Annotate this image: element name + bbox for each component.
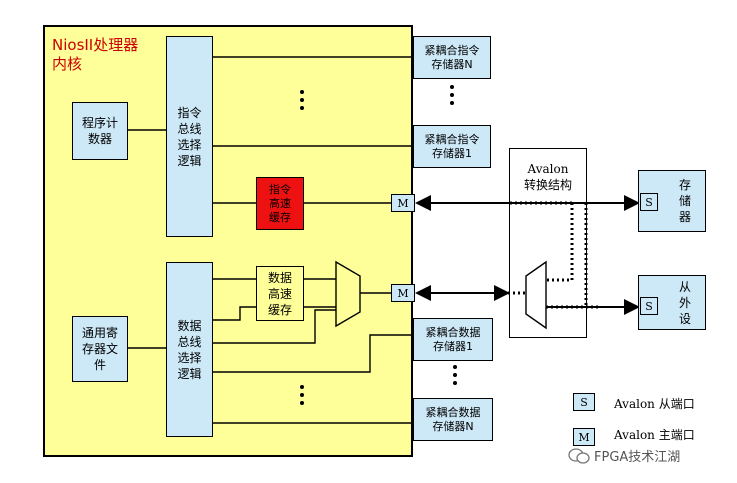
tcm-data-n-label: 紧耦合数据 存储器N	[425, 405, 481, 433]
legend-slave-text: Avalon 从端口	[614, 397, 695, 411]
legend-slave-symbol-label: S	[580, 395, 588, 409]
avalon-switch-fabric-label: Avalon 转换结构	[523, 162, 572, 192]
register-file-label: 通用寄 存器文 件	[81, 326, 118, 372]
tcm-instruction-n: 紧耦合指令 存储器N	[413, 36, 491, 79]
data-cache-label: 数据 高速 缓存	[267, 270, 292, 317]
core-title-line2: 内核	[52, 55, 83, 73]
instruction-cache-label: 指令 高速 缓存	[269, 182, 291, 224]
tcm-instruction-n-label: 紧耦合指令 存储器N	[424, 43, 480, 71]
slave-port-memory: S	[640, 193, 658, 211]
slave-port-peripheral: S	[640, 297, 658, 315]
tcm-instruction-1: 紧耦合指令 存储器1	[413, 125, 491, 168]
instruction-cache: 指令 高速 缓存	[256, 177, 304, 230]
peripheral-label: 从 外 设	[678, 279, 691, 326]
master-port-data: M	[391, 284, 415, 302]
tcm-data-n: 紧耦合数据 存储器N	[413, 398, 493, 441]
program-counter: 程序计 数器	[72, 102, 128, 160]
tcm-instruction-1-label: 紧耦合指令 存储器1	[424, 132, 480, 160]
program-counter-label: 程序计 数器	[81, 116, 118, 146]
data-bus-logic: 数据 总线 选择 逻辑	[166, 262, 213, 437]
legend-master-symbol-label: M	[578, 430, 590, 444]
legend-master-symbol: M	[573, 428, 595, 446]
wechat-icon	[568, 447, 590, 464]
core-title: NiosII处理器 内核	[52, 36, 138, 74]
register-file: 通用寄 存器文 件	[72, 316, 128, 382]
watermark: FPGA技术江湖	[568, 446, 680, 465]
master-port-instruction-label: M	[397, 196, 409, 210]
slave-port-memory-label: S	[645, 195, 653, 209]
legend-master-text: Avalon 主端口	[614, 428, 695, 442]
data-bus-logic-label: 数据 总线 选择 逻辑	[177, 318, 202, 381]
core-title-line1: NiosII处理器	[52, 36, 139, 54]
tcm-data-1: 紧耦合数据 存储器1	[413, 318, 493, 361]
avalon-switch-fabric: Avalon 转换结构	[509, 148, 587, 338]
slave-port-peripheral-label: S	[645, 299, 653, 313]
nios-core	[43, 25, 413, 457]
data-cache: 数据 高速 缓存	[256, 266, 304, 321]
instruction-bus-logic: 指令 总线 选择 逻辑	[166, 36, 213, 237]
tcm-data-1-label: 紧耦合数据 存储器1	[425, 325, 481, 353]
master-port-data-label: M	[397, 286, 409, 300]
master-port-instruction: M	[391, 194, 415, 212]
instruction-bus-logic-label: 指令 总线 选择 逻辑	[177, 105, 202, 168]
memory-label: 存 储 器	[678, 178, 691, 224]
watermark-text: FPGA技术江湖	[594, 450, 681, 465]
legend-slave-symbol: S	[573, 393, 595, 411]
